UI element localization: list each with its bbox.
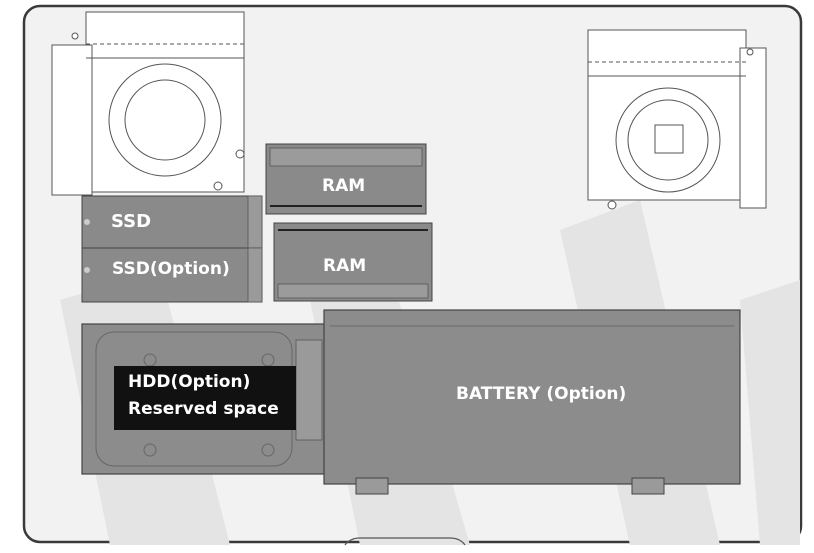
- hdd-label-box: [114, 366, 296, 430]
- battery-label: BATTERY (Option): [456, 384, 627, 404]
- ram-top-module: [265, 143, 427, 215]
- bottom-notch: [344, 537, 466, 546]
- fan-left-icon: [51, 11, 245, 196]
- ssd-label: SSD: [111, 211, 152, 232]
- ram-bottom-label: RAM: [323, 256, 367, 276]
- battery-pack: [323, 309, 741, 495]
- ssd-module: [81, 195, 263, 249]
- ram-bottom-module: [273, 222, 433, 302]
- ram-top-label: RAM: [322, 176, 366, 196]
- hdd-label-line2: Reserved space: [128, 399, 279, 419]
- ssd-option-module: [81, 247, 263, 303]
- ssd-option-label: SSD(Option): [112, 259, 230, 279]
- hdd-label-line1: HDD(Option): [128, 372, 251, 392]
- fan-right-icon: [587, 29, 767, 210]
